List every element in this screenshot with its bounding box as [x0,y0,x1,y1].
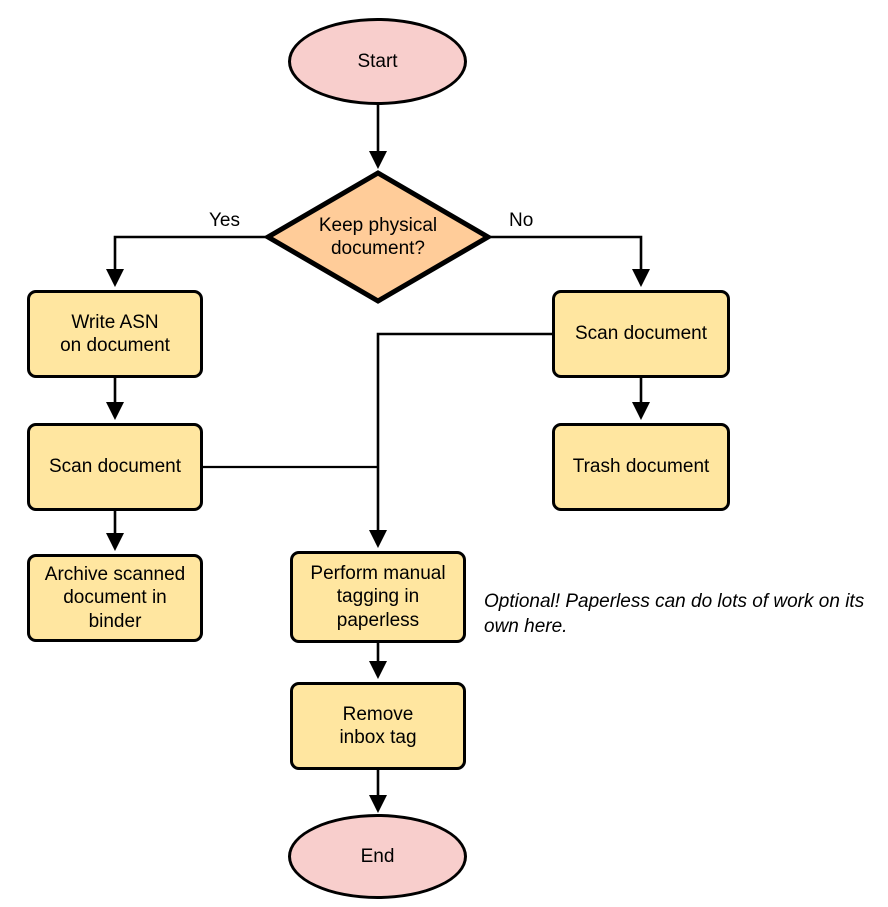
node-end-label: End [360,845,395,867]
node-write-asn-label: Write ASN on document [60,311,170,356]
node-scan-document-left[interactable]: Scan document [27,423,203,511]
node-decision-keep-physical-document[interactable]: Keep physical document? [265,170,491,304]
node-start-label: Start [357,50,398,72]
decision-diamond-shape [265,170,491,304]
node-write-asn-on-document[interactable]: Write ASN on document [27,290,203,378]
edge-decision-yes-to-write-asn [105,235,267,288]
node-scan-document-left-label: Scan document [48,456,182,478]
edge-scan-right-to-tagging [368,332,552,549]
annotation-optional-note: Optional! Paperless can do lots of work … [484,591,865,637]
node-archive-scanned-document-label: Archive scanned document in binder [44,564,186,632]
edge-label-no: No [509,210,534,231]
node-perform-manual-tagging[interactable]: Perform manual tagging in paperless [290,551,466,643]
node-perform-manual-tagging-label: Perform manual tagging in paperless [310,563,446,631]
node-archive-scanned-document[interactable]: Archive scanned document in binder [27,554,203,642]
node-trash-document-label: Trash document [572,456,710,478]
node-trash-document[interactable]: Trash document [552,423,730,511]
node-decision-label: Keep physical document? [318,214,438,259]
node-remove-inbox-tag[interactable]: Remove inbox tag [290,682,466,770]
node-remove-inbox-tag-label: Remove inbox tag [339,703,417,748]
edge-label-yes: Yes [209,210,240,231]
node-scan-document-right-label: Scan document [574,323,708,345]
node-end[interactable]: End [288,814,467,899]
node-start[interactable]: Start [288,18,467,105]
edge-decision-no-to-scan-right [489,235,651,288]
node-scan-document-right[interactable]: Scan document [552,290,730,378]
